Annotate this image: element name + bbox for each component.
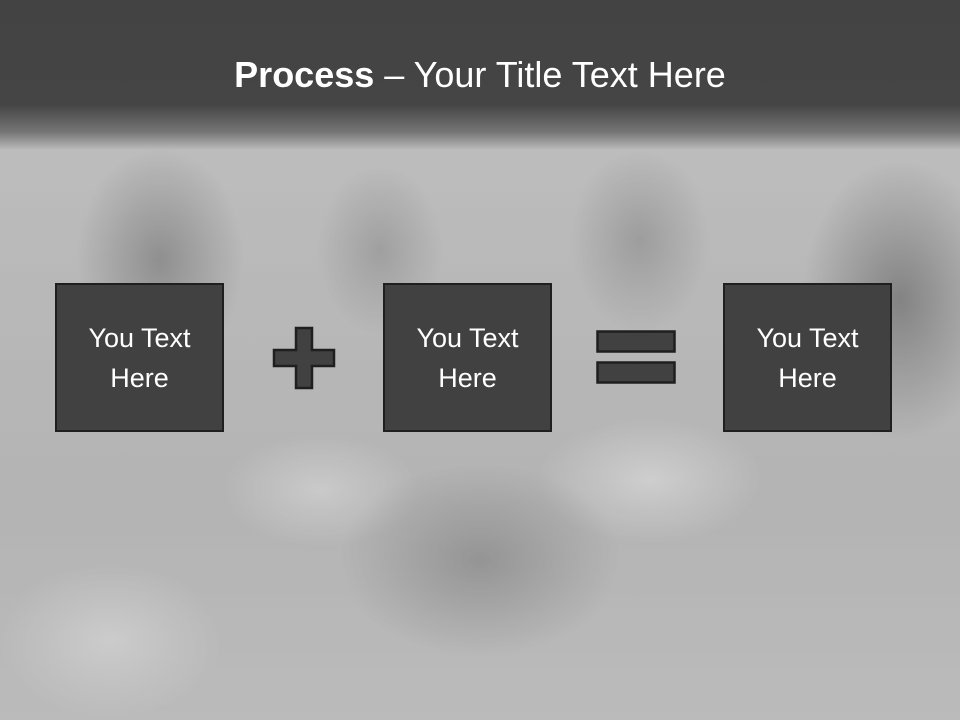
process-step-2-label: You Text Here	[416, 322, 519, 393]
plus-icon	[272, 326, 336, 390]
process-step-3[interactable]: You Text Here	[723, 283, 892, 432]
process-step-1-label: You Text Here	[88, 322, 191, 393]
process-step-3-label: You Text Here	[756, 322, 859, 393]
title-rest-part: – Your Title Text Here	[374, 54, 726, 95]
title-band	[0, 0, 960, 150]
process-step-1[interactable]: You Text Here	[55, 283, 224, 432]
equals-icon	[596, 330, 676, 384]
title-bold-part: Process	[234, 54, 375, 95]
slide-title[interactable]: Process – Your Title Text Here	[0, 52, 960, 98]
process-step-2[interactable]: You Text Here	[383, 283, 552, 432]
